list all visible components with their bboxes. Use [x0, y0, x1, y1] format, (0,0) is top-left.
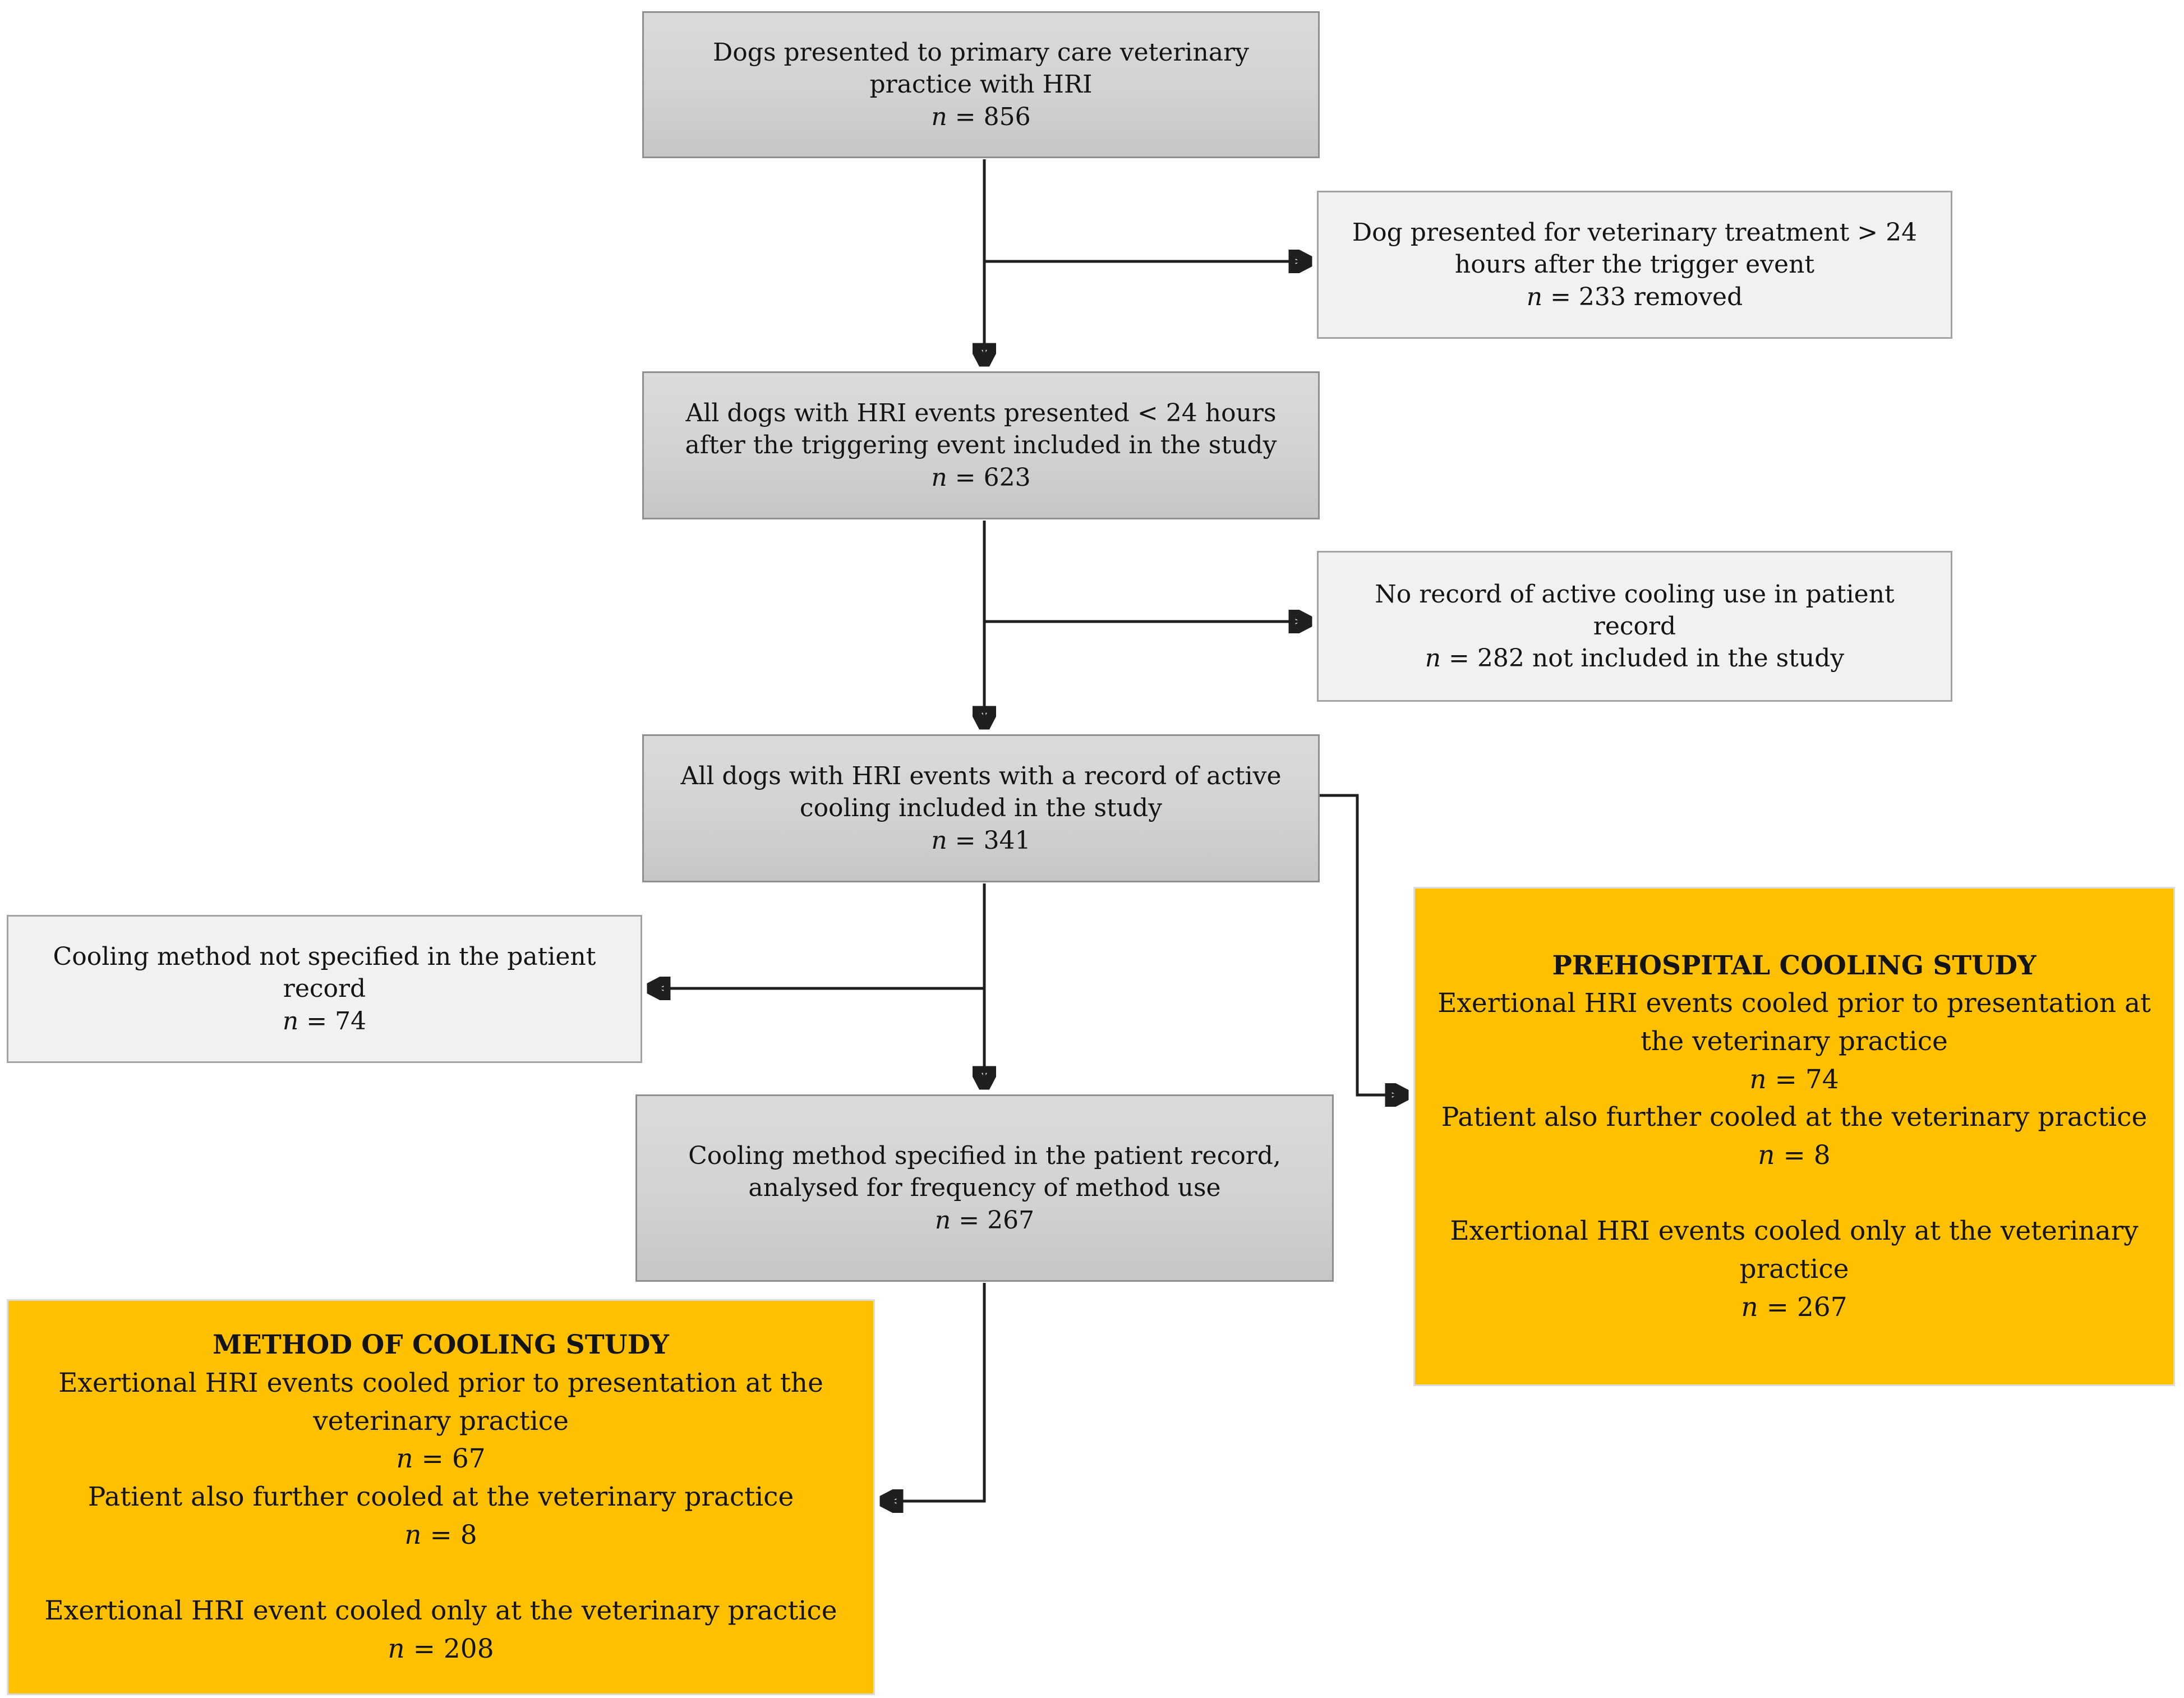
box-text-line: n = 623 [931, 463, 1031, 492]
flow-box-cooling-recorded: All dogs with HRI events with a record o… [642, 734, 1320, 882]
box-text-line: n = 8 [1758, 1140, 1831, 1171]
box-text-line: No record of active cooling use in patie… [1375, 579, 1895, 641]
box-text-line: PREHOSPITAL COOLING STUDY [1552, 950, 2036, 981]
flow-box-included-within-24h: All dogs with HRI events presented < 24 … [642, 371, 1320, 519]
box-text-line: n = 8 [404, 1519, 477, 1550]
arrow-cooling-to-prehospital-study [1320, 794, 1407, 1095]
box-text-line: n = 267 [934, 1205, 1035, 1235]
box-text-line [31, 1554, 851, 1593]
box-text-line: Patient also further cooled at the veter… [1441, 1102, 2148, 1133]
flow-box-method-specified: Cooling method specified in the patient … [635, 1094, 1334, 1282]
box-text-line: n = 74 [282, 1006, 367, 1036]
box-text-line: All dogs with HRI events presented < 24 … [685, 399, 1277, 460]
box-text-line: All dogs with HRI events with a record o… [680, 762, 1282, 823]
box-text-line: n = 67 [396, 1443, 486, 1475]
box-text-line [1437, 1175, 2151, 1213]
box-text-line: Exertional HRI events cooled only at the… [1450, 1216, 2139, 1285]
exclusion-box-no-cooling-record: No record of active cooling use in patie… [1317, 551, 1952, 702]
box-text-line: Exertional HRI events cooled prior to pr… [58, 1368, 823, 1437]
box-text-line: n = 282 not included in the study [1425, 644, 1845, 673]
arrow-methodspec-to-method-study [882, 1283, 986, 1501]
box-text-line: Patient also further cooled at the veter… [87, 1481, 794, 1513]
exclusion-box-late-presentation: Dog presented for veterinary treatment >… [1317, 191, 1952, 339]
box-text-line: n = 341 [931, 826, 1031, 855]
box-text-line: Cooling method specified in the patient … [688, 1142, 1281, 1203]
box-text-line: METHOD OF COOLING STUDY [213, 1329, 669, 1361]
box-text-line: n = 267 [1741, 1291, 1847, 1323]
box-text-line: Cooling method not specified in the pati… [53, 942, 596, 1004]
box-text-line: Dog presented for veterinary treatment >… [1352, 218, 1918, 279]
box-text-line: n = 208 [388, 1633, 494, 1664]
box-text-line: Exertional HRI event cooled only at the … [44, 1595, 837, 1627]
study-box-method-of-cooling: METHOD OF COOLING STUDY Exertional HRI ev… [7, 1299, 875, 1695]
study-box-prehospital-cooling: PREHOSPITAL COOLING STUDY Exertional HRI … [1413, 887, 2175, 1386]
box-text-line: Exertional HRI events cooled prior to pr… [1437, 988, 2151, 1057]
flow-box-dogs-presented: Dogs presented to primary care veterinar… [642, 11, 1320, 158]
box-text-line: n = 233 removed [1526, 282, 1743, 311]
exclusion-box-method-not-specified: Cooling method not specified in the pati… [7, 915, 642, 1063]
box-text-line: Dogs presented to primary care veterinar… [713, 38, 1249, 99]
box-text-line: n = 856 [931, 102, 1031, 131]
box-text-line: n = 74 [1749, 1064, 1839, 1095]
